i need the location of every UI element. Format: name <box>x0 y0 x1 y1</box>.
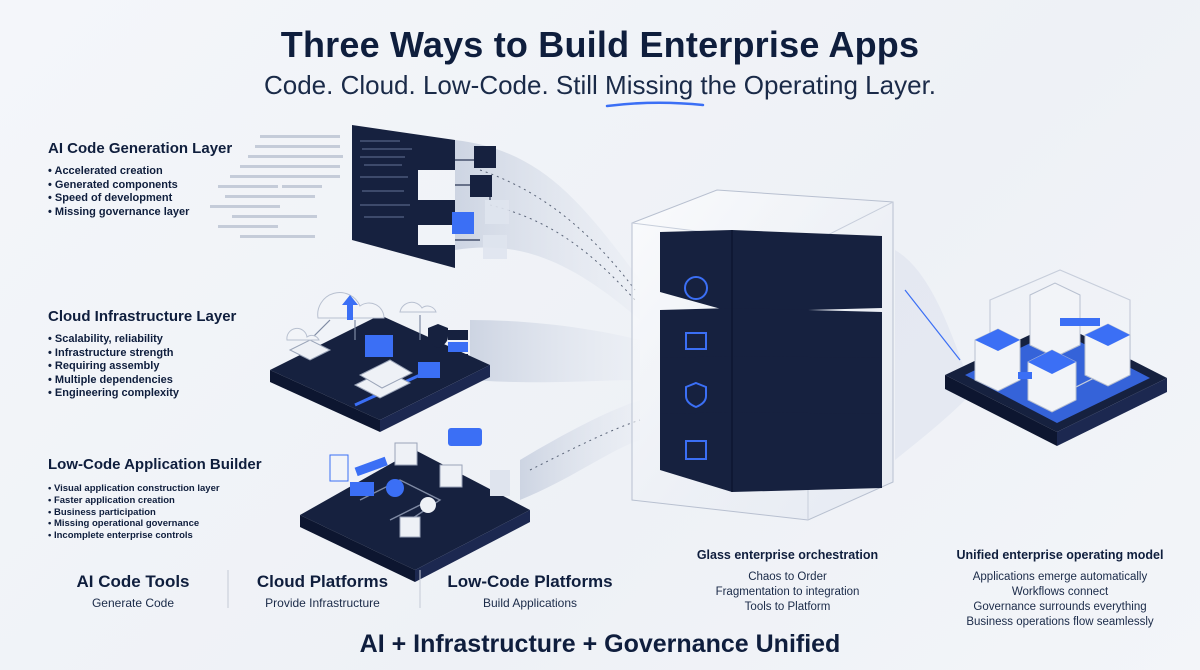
bullet-item: Infrastructure strength <box>48 347 308 361</box>
bullet-list: Visual application construction layer Fa… <box>48 483 308 542</box>
glass-server-cube <box>631 189 894 521</box>
bullet-item: Scalability, reliability <box>48 333 308 347</box>
bullet-item: Requiring assembly <box>48 360 308 374</box>
section-ai-code: AI Code Generation Layer Accelerated cre… <box>48 140 308 219</box>
flow-stream-cloud <box>470 320 640 383</box>
operating-model-line: Applications emerge automatically <box>972 571 1148 583</box>
bullet-item: Engineering complexity <box>48 387 308 401</box>
bullet-item: Missing governance layer <box>48 206 308 220</box>
platform-title: AI Code Tools <box>76 572 190 591</box>
orchestration-block: Glass enterprise orchestration Chaos to … <box>680 548 895 615</box>
page-title: Three Ways to Build Enterprise Apps <box>280 24 920 65</box>
operating-model-line: Workflows connect <box>1011 586 1109 598</box>
bullet-list: Accelerated creation Generated component… <box>48 165 308 219</box>
section-lowcode: Low-Code Application Builder Visual appl… <box>48 456 308 542</box>
upload-arrow-icon <box>342 295 358 320</box>
section-title: Low-Code Application Builder <box>48 456 262 473</box>
section-title: Cloud Infrastructure Layer <box>48 308 237 325</box>
bullet-item: Incomplete enterprise controls <box>48 530 308 542</box>
operating-model-title: Unified enterprise operating model <box>956 548 1164 562</box>
flow-stream-lowcode <box>520 400 641 500</box>
bullet-item: Speed of development <box>48 192 308 206</box>
platform-title: Low-Code Platforms <box>447 572 613 591</box>
section-title: AI Code Generation Layer <box>48 140 233 157</box>
platform-subtitle: Generate Code <box>91 596 175 610</box>
operating-model-line: Governance surrounds everything <box>973 601 1147 613</box>
orchestration-line: Tools to Platform <box>744 601 831 613</box>
underline-swoosh-icon <box>605 101 705 108</box>
bullet-item: Business participation <box>48 507 308 519</box>
platform-subtitle: Provide Infrastructure <box>265 596 380 610</box>
workflow-icon <box>945 269 1167 446</box>
subtitle-highlight: Missing <box>605 70 705 108</box>
platform-ai-code-tools: AI Code Tools Generate Code <box>58 572 208 610</box>
subtitle-highlight-text: Missing <box>605 70 694 100</box>
subtitle-end: the Operating Layer. <box>693 70 937 100</box>
dollar-tag-icon <box>448 428 482 446</box>
subtitle-start: Code. Cloud. Low-Code. Still <box>263 70 606 100</box>
operating-model-line: Business operations flow seamlessly <box>966 616 1154 628</box>
orchestration-line: Fragmentation to integration <box>715 586 860 598</box>
shield-icon <box>428 324 448 348</box>
bullet-item: Multiple dependencies <box>48 374 308 388</box>
footer-tagline: AI + Infrastructure + Governance Unified <box>359 630 841 658</box>
orchestration-title: Glass enterprise orchestration <box>696 548 879 562</box>
bullet-item: Faster application creation <box>48 495 308 507</box>
document-icon <box>329 454 349 482</box>
document-stack-icon <box>685 332 707 350</box>
bullet-list: Scalability, reliability Infrastructure … <box>48 333 308 401</box>
checklist-icon <box>685 440 707 460</box>
platform-lowcode: Low-Code Platforms Build Applications <box>432 572 628 610</box>
platform-cloud: Cloud Platforms Provide Infrastructure <box>240 572 405 610</box>
platform-title: Cloud Platforms <box>256 572 389 591</box>
bullet-item: Generated components <box>48 179 308 193</box>
bullet-item: Accelerated creation <box>48 165 308 179</box>
page-subtitle: Code. Cloud. Low-Code. Still Missing the… <box>0 70 1200 108</box>
brain-icon <box>684 276 708 300</box>
bullet-item: Missing operational governance <box>48 518 308 530</box>
shield-check-icon <box>685 381 707 409</box>
section-cloud: Cloud Infrastructure Layer Scalability, … <box>48 308 308 401</box>
flow-stream-output <box>895 250 965 460</box>
bullet-item: Visual application construction layer <box>48 483 308 495</box>
server-icon <box>660 230 882 492</box>
lowcode-platform-icon <box>300 428 530 582</box>
operating-model-block: Unified enterprise operating model Appli… <box>940 548 1180 630</box>
orchestration-line: Chaos to Order <box>748 571 827 583</box>
platform-subtitle: Build Applications <box>482 596 578 610</box>
flow-stream-code <box>455 140 640 320</box>
